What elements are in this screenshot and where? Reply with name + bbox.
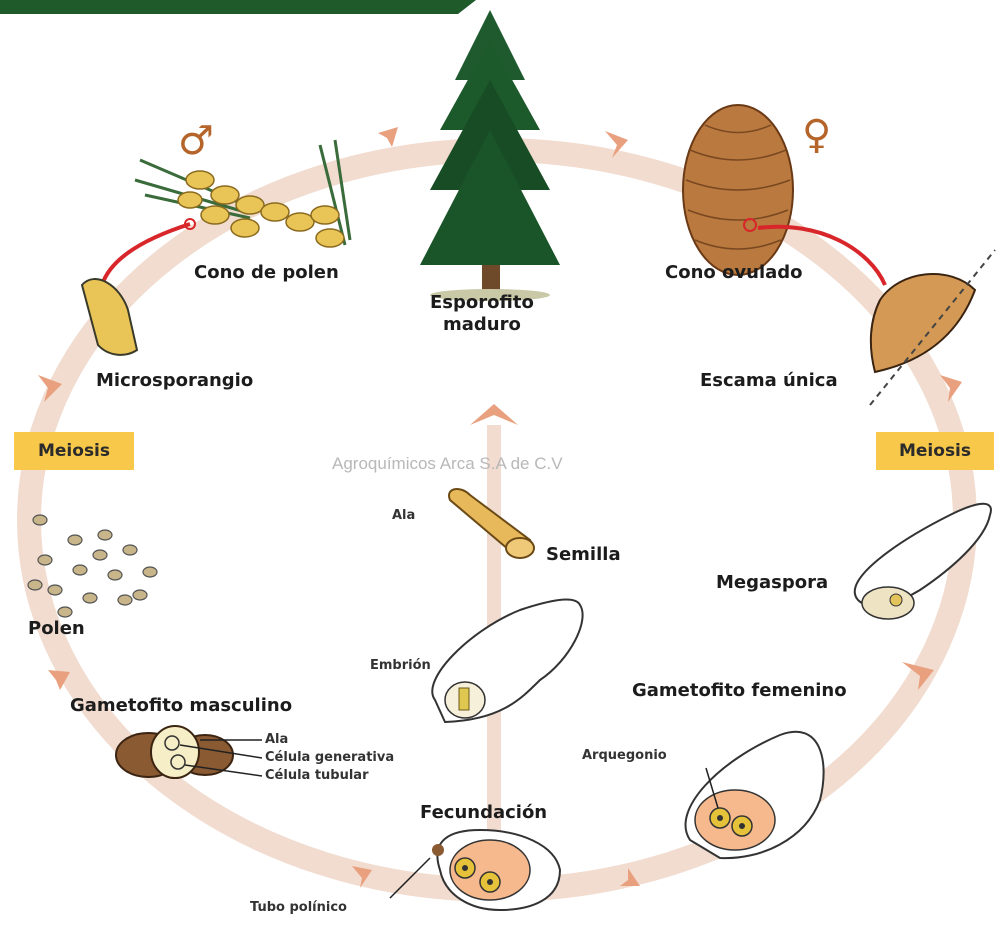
label-celula-tubular: Célula tubular — [265, 768, 369, 783]
chevron-top-left — [378, 127, 398, 147]
label-ala-semilla: Ala — [392, 508, 415, 523]
watermark-text: Agroquímicos Arca S.A de C.V — [332, 454, 563, 474]
header-bar — [0, 0, 476, 14]
central-arrow-head — [470, 404, 518, 425]
label-semilla: Semilla — [546, 544, 621, 565]
ovulate-cone-image — [683, 105, 793, 275]
label-ala-gametofito: Ala — [265, 732, 288, 747]
label-fecundacion: Fecundación — [420, 802, 547, 823]
label-escama: Escama única — [700, 370, 838, 391]
female-symbol: ♀ — [802, 112, 831, 158]
label-tubo-polinico: Tubo polínico — [250, 900, 347, 915]
label-gametofito-masculino: Gametofito masculino — [70, 695, 292, 716]
label-cono-ovulado: Cono ovulado — [665, 262, 803, 283]
embryo-image — [432, 600, 582, 722]
label-celula-generativa: Célula generativa — [265, 750, 394, 765]
female-gametophyte-image — [686, 732, 824, 858]
male-gametophyte-image — [116, 726, 262, 778]
label-esporofito: Esporofito maduro — [430, 292, 534, 336]
male-symbol: ♂ — [178, 118, 214, 164]
label-embrion: Embrión — [370, 658, 431, 673]
meiosis-label-right: Meiosis — [876, 432, 994, 470]
fertilization-image — [390, 830, 560, 910]
label-gametofito-femenino: Gametofito femenino — [632, 680, 847, 701]
label-polen: Polen — [28, 618, 85, 639]
meiosis-label-left: Meiosis — [14, 432, 134, 470]
label-microsporangio: Microsporangio — [96, 370, 253, 391]
label-cono-polen: Cono de polen — [194, 262, 339, 283]
label-arquegonio: Arquegonio — [582, 748, 667, 763]
label-megaspora: Megaspora — [716, 572, 828, 593]
